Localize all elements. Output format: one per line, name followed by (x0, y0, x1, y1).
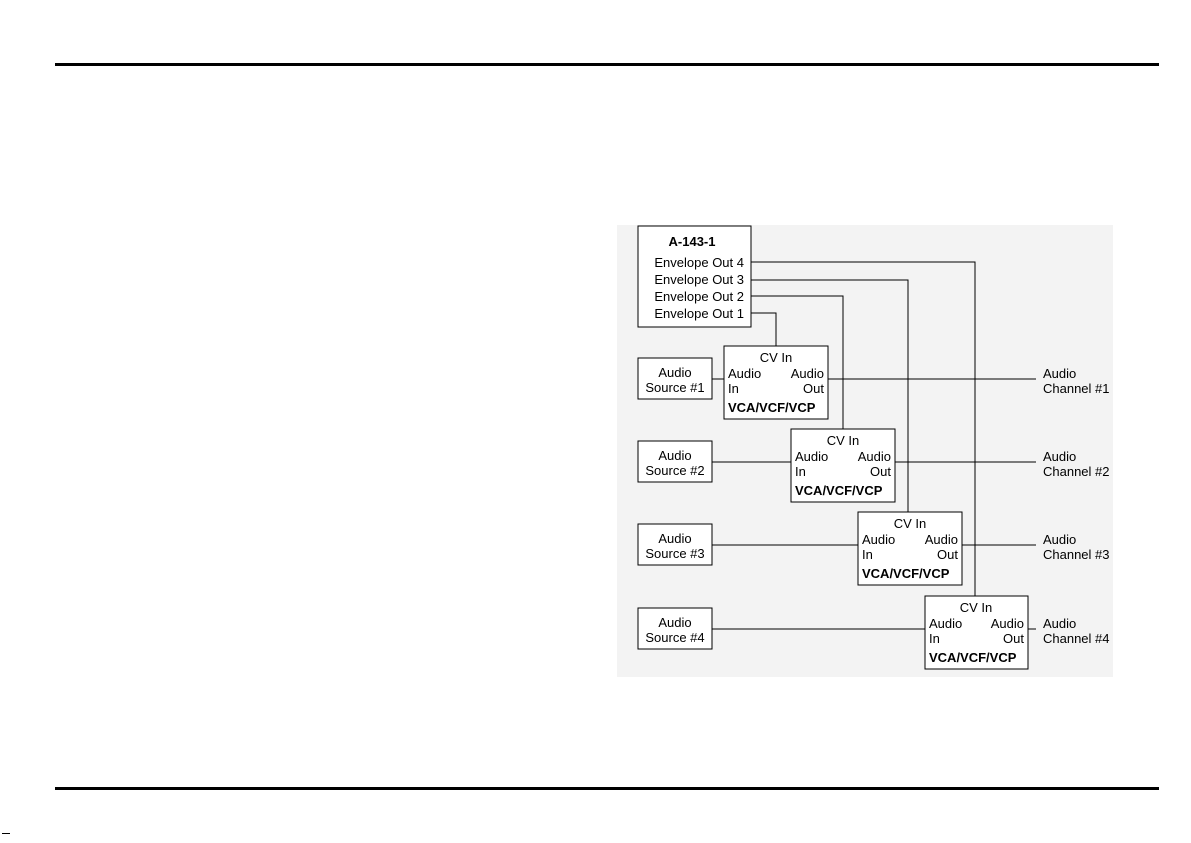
audio-channel-2: Audio Channel #2 (1043, 449, 1110, 479)
processor-4-audio-in-bottom: In (929, 631, 940, 646)
processor-2-audio-in-top: Audio (795, 449, 828, 464)
processor-4-audio-in-top: Audio (929, 616, 962, 631)
envelope-out-2: Envelope Out 2 (654, 289, 744, 304)
envelope-module-title: A-143-1 (669, 234, 716, 249)
audio-channel-1: Audio Channel #1 (1043, 366, 1110, 396)
channel-4-line2: Channel #4 (1043, 631, 1110, 646)
channel-4-line1: Audio (1043, 616, 1076, 631)
processor-1-cv-in: CV In (760, 350, 793, 365)
corner-mark (2, 833, 10, 834)
processor-4-audio-out-top: Audio (991, 616, 1024, 631)
processor-2: CV In Audio Audio In Out VCA/VCF/VCP (790, 428, 896, 503)
processor-2-audio-out-top: Audio (858, 449, 891, 464)
footer-rule (55, 787, 1159, 790)
cv-wire-2 (751, 295, 844, 429)
source-4-line2: Source #4 (645, 630, 704, 645)
processor-1-label: VCA/VCF/VCP (728, 400, 816, 415)
audio-channel-3: Audio Channel #3 (1043, 532, 1110, 562)
processor-1: CV In Audio Audio In Out VCA/VCF/VCP (723, 345, 829, 420)
source-1-line2: Source #1 (645, 380, 704, 395)
source-2-line1: Audio (658, 448, 691, 463)
source-2-line2: Source #2 (645, 463, 704, 478)
audio-source-2: Audio Source #2 (637, 440, 713, 483)
cv-wire-1 (751, 312, 777, 346)
processor-4: CV In Audio Audio In Out VCA/VCF/VCP (924, 595, 1029, 670)
channel-2-line1: Audio (1043, 449, 1076, 464)
processor-4-cv-in: CV In (960, 600, 993, 615)
processor-2-audio-out-bottom: Out (870, 464, 891, 479)
channel-3-line1: Audio (1043, 532, 1076, 547)
channel-3-line2: Channel #3 (1043, 547, 1110, 562)
processor-1-audio-in-bottom: In (728, 381, 739, 396)
channel-1-line1: Audio (1043, 366, 1076, 381)
source-1-line1: Audio (658, 365, 691, 380)
envelope-module: A-143-1 Envelope Out 4 Envelope Out 3 En… (637, 225, 752, 328)
processor-4-audio-out-bottom: Out (1003, 631, 1024, 646)
audio-channel-4: Audio Channel #4 (1043, 616, 1110, 646)
cv-wire-4 (751, 261, 976, 596)
processor-3-label: VCA/VCF/VCP (862, 566, 950, 581)
processor-4-label: VCA/VCF/VCP (929, 650, 1017, 665)
source-4-line1: Audio (658, 615, 691, 630)
processor-1-audio-out-bottom: Out (803, 381, 824, 396)
envelope-out-3: Envelope Out 3 (654, 272, 744, 287)
processor-2-label: VCA/VCF/VCP (795, 483, 883, 498)
envelope-out-4: Envelope Out 4 (654, 255, 744, 270)
processor-1-audio-in-top: Audio (728, 366, 761, 381)
processor-3-audio-in-bottom: In (862, 547, 873, 562)
processor-2-audio-in-bottom: In (795, 464, 806, 479)
processor-3-audio-in-top: Audio (862, 532, 895, 547)
processor-3: CV In Audio Audio In Out VCA/VCF/VCP (857, 511, 963, 586)
audio-source-4: Audio Source #4 (637, 607, 713, 650)
audio-source-1: Audio Source #1 (637, 357, 713, 400)
processor-3-audio-out-bottom: Out (937, 547, 958, 562)
channel-1-line2: Channel #1 (1043, 381, 1110, 396)
cv-wire-3 (751, 279, 909, 512)
processor-3-cv-in: CV In (894, 516, 927, 531)
processor-1-audio-out-top: Audio (791, 366, 824, 381)
source-3-line2: Source #3 (645, 546, 704, 561)
audio-source-3: Audio Source #3 (637, 523, 713, 566)
source-3-line1: Audio (658, 531, 691, 546)
channel-2-line2: Channel #2 (1043, 464, 1110, 479)
envelope-out-1: Envelope Out 1 (654, 306, 744, 321)
header-rule (55, 63, 1159, 66)
processor-3-audio-out-top: Audio (925, 532, 958, 547)
processor-2-cv-in: CV In (827, 433, 860, 448)
